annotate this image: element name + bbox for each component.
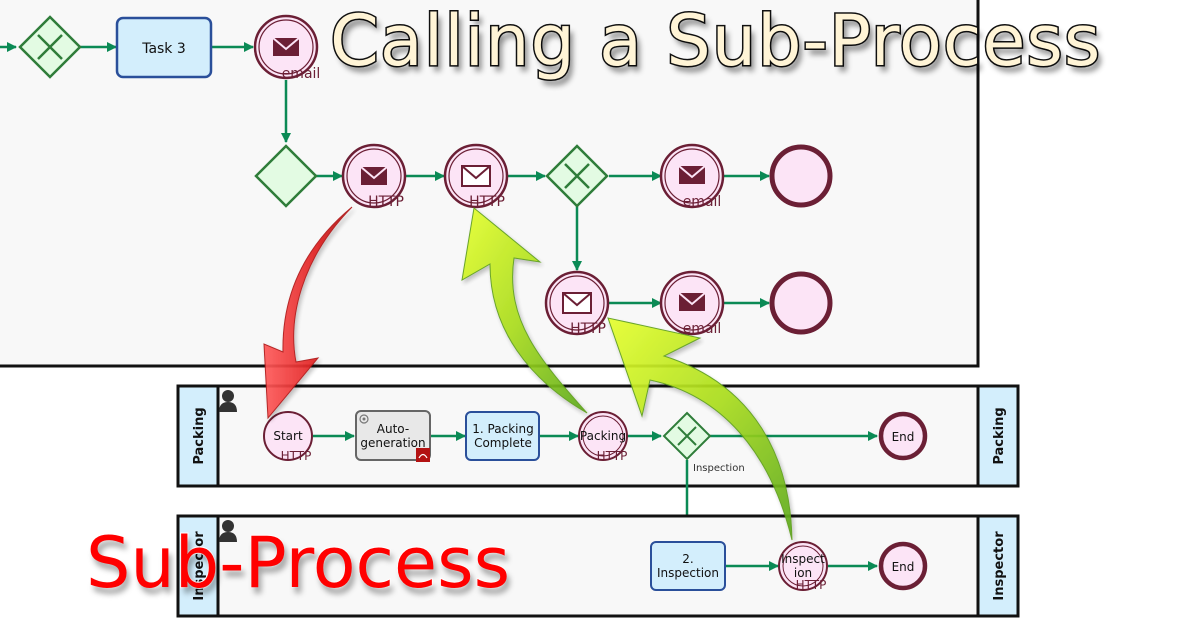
inspection-event-label-1: Inspect bbox=[781, 552, 825, 566]
http-send-event[interactable]: HTTP bbox=[341, 143, 407, 210]
task-3-label: Task 3 bbox=[141, 41, 186, 57]
start-sub-label: HTTP bbox=[281, 449, 312, 463]
email-event-mid[interactable]: email bbox=[659, 143, 725, 210]
http-lower-event[interactable]: HTTP bbox=[544, 270, 610, 337]
exclusive-gateway-inspection[interactable]: Inspection bbox=[662, 411, 745, 474]
inspection-task-label-2: Inspection bbox=[657, 566, 719, 580]
end-event-inspector[interactable]: End bbox=[878, 541, 928, 591]
email-event-top-label: email bbox=[282, 66, 321, 82]
packing-event-label: Packing bbox=[580, 429, 626, 443]
email-event-lower-label: email bbox=[683, 321, 722, 337]
main-title: Calling a Sub-Process bbox=[328, 0, 1102, 82]
task-autogeneration[interactable]: Auto- generation bbox=[355, 410, 431, 462]
x-icon bbox=[677, 426, 697, 446]
lane-header-right bbox=[976, 384, 1020, 488]
exclusive-gateway-1[interactable] bbox=[18, 15, 82, 79]
envelope-filled-icon bbox=[678, 292, 706, 311]
end-inspector-label: End bbox=[892, 560, 915, 574]
lane-header-right bbox=[976, 514, 1020, 618]
person-icon bbox=[219, 520, 237, 542]
task-packing-complete[interactable]: 1. Packing Complete bbox=[465, 411, 540, 461]
envelope-filled-icon bbox=[360, 166, 388, 185]
envelope-outline-icon bbox=[562, 292, 592, 314]
email-event-mid-label: email bbox=[683, 194, 722, 210]
http-receive-event[interactable]: HTTP bbox=[443, 143, 509, 210]
http-receive-label: HTTP bbox=[469, 194, 505, 210]
packing-http-event[interactable]: Packing HTTP bbox=[578, 411, 628, 463]
lane-inspector-label-left: Inspector bbox=[192, 531, 207, 601]
sub-process-title: Sub-Process bbox=[85, 522, 511, 604]
gateway-inspection-label: Inspection bbox=[693, 463, 745, 474]
envelope-outline-icon bbox=[461, 165, 491, 187]
lane-header-left bbox=[176, 384, 220, 488]
inspection-event-label-2: ion bbox=[794, 566, 812, 580]
packing-complete-label-1: 1. Packing bbox=[472, 422, 533, 436]
red-call-arrow bbox=[263, 206, 353, 420]
sequence-flows-main bbox=[0, 42, 770, 308]
task-inspection[interactable]: 2. Inspection bbox=[650, 541, 726, 591]
inspection-event-sub-label: HTTP bbox=[796, 578, 827, 592]
packing-event-sub-label: HTTP bbox=[597, 449, 628, 463]
envelope-filled-icon bbox=[272, 37, 300, 56]
lane-inspector: Inspector Inspector bbox=[176, 514, 1020, 618]
lane-packing-label-left: Packing bbox=[192, 407, 207, 464]
exclusive-gateway-2[interactable] bbox=[545, 144, 609, 208]
email-event-top[interactable]: email bbox=[253, 14, 321, 82]
envelope-filled-icon bbox=[678, 165, 706, 184]
x-icon bbox=[564, 163, 590, 189]
lane-inspector-label-right: Inspector bbox=[992, 531, 1007, 601]
start-label: Start bbox=[273, 429, 303, 443]
autogen-label-2: generation bbox=[360, 436, 425, 450]
gateway-plain[interactable] bbox=[254, 144, 318, 208]
person-icon bbox=[219, 390, 237, 412]
inspection-http-event[interactable]: Inspect ion HTTP bbox=[778, 541, 828, 592]
green-return-arrow-2 bbox=[607, 317, 793, 541]
start-event[interactable]: Start HTTP bbox=[263, 411, 313, 463]
http-send-label: HTTP bbox=[368, 194, 404, 210]
email-event-lower[interactable]: email bbox=[659, 270, 725, 337]
gear-icon bbox=[359, 414, 369, 424]
http-lower-label: HTTP bbox=[570, 321, 606, 337]
end-event-1[interactable] bbox=[769, 144, 833, 208]
end-event-packing[interactable]: End bbox=[878, 411, 928, 461]
green-return-arrow-1 bbox=[461, 207, 588, 414]
x-icon bbox=[37, 34, 63, 60]
autogen-label-1: Auto- bbox=[377, 422, 409, 436]
lane-packing-label-right: Packing bbox=[992, 407, 1007, 464]
lane-header-left bbox=[176, 514, 220, 618]
inspection-task-label-1: 2. bbox=[682, 552, 693, 566]
end-event-2[interactable] bbox=[769, 271, 833, 335]
task-3[interactable]: Task 3 bbox=[115, 16, 213, 79]
pdf-icon bbox=[416, 448, 430, 462]
packing-complete-label-2: Complete bbox=[474, 436, 532, 450]
end-packing-label: End bbox=[892, 430, 915, 444]
